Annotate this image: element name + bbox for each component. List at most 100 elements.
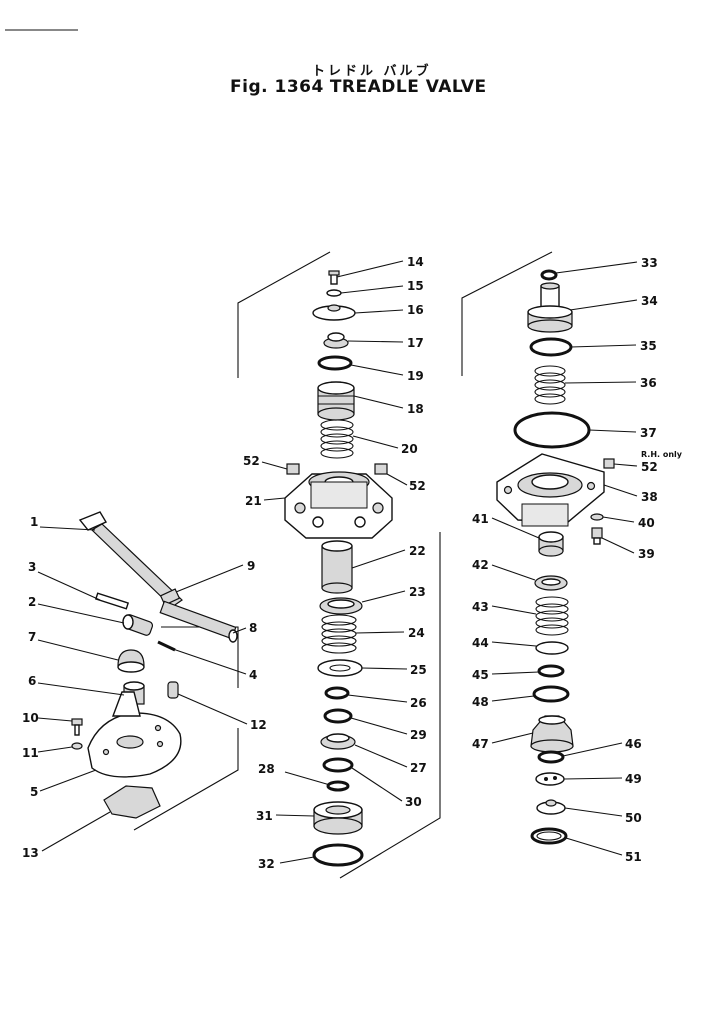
part-46-ring bbox=[537, 750, 565, 764]
leader-11 bbox=[37, 746, 73, 753]
leader-8 bbox=[232, 627, 247, 634]
leader-30 bbox=[351, 767, 403, 802]
leader-51 bbox=[565, 837, 623, 856]
callout-44: 44 bbox=[472, 636, 489, 650]
callout-42: 42 bbox=[472, 558, 489, 572]
leader-52c bbox=[613, 463, 638, 467]
leader-29 bbox=[350, 717, 408, 735]
part-3-pin bbox=[94, 592, 130, 610]
callout-25: 25 bbox=[410, 663, 427, 677]
callout-47: 47 bbox=[472, 737, 489, 751]
leader-1 bbox=[39, 526, 96, 531]
callout-10: 10 bbox=[22, 711, 39, 725]
leader-24 bbox=[355, 631, 405, 634]
leader-27 bbox=[354, 744, 408, 768]
callout-19: 19 bbox=[407, 369, 424, 383]
callout-40: 40 bbox=[638, 516, 655, 530]
callout-21: 21 bbox=[245, 494, 262, 508]
part-43-spring bbox=[535, 596, 569, 636]
leader-15 bbox=[340, 285, 404, 294]
part-12-fitting bbox=[167, 681, 179, 699]
callout-34: 34 bbox=[641, 294, 658, 308]
callout-48: 48 bbox=[472, 695, 489, 709]
part-44-washer bbox=[535, 641, 569, 655]
leader-3 bbox=[37, 571, 101, 601]
leader-10 bbox=[37, 717, 73, 722]
leader-12 bbox=[177, 693, 248, 725]
part-7-boot bbox=[117, 649, 145, 673]
part-52-plug-rh bbox=[603, 458, 615, 469]
leader-16 bbox=[354, 309, 404, 314]
leader-34 bbox=[569, 299, 638, 311]
leader-41 bbox=[491, 517, 540, 539]
part-26-ring bbox=[324, 686, 350, 700]
leader-33 bbox=[555, 261, 638, 274]
callout-33: 33 bbox=[641, 256, 658, 270]
part-1-lever bbox=[78, 511, 183, 608]
leader-2 bbox=[37, 603, 125, 624]
part-38-cover bbox=[496, 453, 605, 527]
part-21-valve-body bbox=[284, 471, 393, 539]
part-34-plunger bbox=[527, 282, 573, 333]
callout-14: 14 bbox=[407, 255, 424, 269]
leader-19 bbox=[350, 364, 404, 376]
leader-48 bbox=[491, 695, 535, 702]
callout-46: 46 bbox=[625, 737, 642, 751]
bracket-left-top bbox=[161, 626, 239, 688]
callout-52-mid: 52 bbox=[409, 479, 426, 493]
callout-50: 50 bbox=[625, 811, 642, 825]
leader-18 bbox=[353, 395, 404, 409]
callout-15: 15 bbox=[407, 279, 424, 293]
leader-14 bbox=[336, 260, 404, 278]
part-9-bolt bbox=[159, 588, 181, 606]
leader-36 bbox=[564, 381, 637, 384]
bracket-right-top bbox=[461, 251, 553, 376]
callout-26: 26 bbox=[410, 696, 427, 710]
callout-32: 32 bbox=[258, 857, 275, 871]
part-17-cap bbox=[323, 332, 349, 349]
part-28-ring bbox=[326, 780, 350, 792]
part-48-ring bbox=[532, 685, 570, 703]
callout-30: 30 bbox=[405, 795, 422, 809]
part-10-bolt bbox=[71, 718, 83, 736]
leader-39 bbox=[601, 537, 635, 554]
callout-8: 8 bbox=[249, 621, 257, 635]
leader-13 bbox=[41, 811, 111, 852]
part-51-ring bbox=[530, 827, 568, 845]
callout-43: 43 bbox=[472, 600, 489, 614]
leader-21 bbox=[263, 497, 286, 501]
callout-35: 35 bbox=[640, 339, 657, 353]
part-27-collar bbox=[320, 733, 356, 750]
callout-38: 38 bbox=[641, 490, 658, 504]
leader-49 bbox=[563, 777, 623, 780]
leader-42 bbox=[491, 564, 536, 581]
leader-47 bbox=[491, 732, 534, 744]
callout-49: 49 bbox=[625, 772, 642, 786]
figure-name: TREADLE VALVE bbox=[329, 77, 487, 97]
part-45-ring bbox=[537, 664, 565, 678]
leader-52a bbox=[261, 461, 288, 470]
part-22-sleeve bbox=[321, 540, 353, 594]
callout-52-right: 52 bbox=[641, 460, 658, 474]
part-36-spring bbox=[534, 365, 566, 405]
leader-44 bbox=[491, 641, 537, 647]
callout-9: 9 bbox=[247, 559, 255, 573]
part-20-spring bbox=[320, 419, 354, 459]
part-11-washer bbox=[71, 742, 83, 750]
leader-52b bbox=[386, 473, 408, 486]
leader-5 bbox=[39, 769, 97, 792]
callout-4: 4 bbox=[249, 668, 257, 682]
callout-17: 17 bbox=[407, 336, 424, 350]
leader-31 bbox=[275, 814, 315, 817]
callout-51: 51 bbox=[625, 850, 642, 864]
leader-45 bbox=[491, 671, 540, 675]
leader-7 bbox=[37, 639, 119, 661]
callout-36: 36 bbox=[640, 376, 657, 390]
leader-46 bbox=[562, 742, 623, 757]
part-35-o-ring bbox=[529, 337, 573, 357]
leader-25 bbox=[361, 667, 408, 670]
callout-2: 2 bbox=[28, 595, 36, 609]
leader-4 bbox=[169, 647, 247, 675]
part-31-cap-nut bbox=[313, 801, 363, 835]
